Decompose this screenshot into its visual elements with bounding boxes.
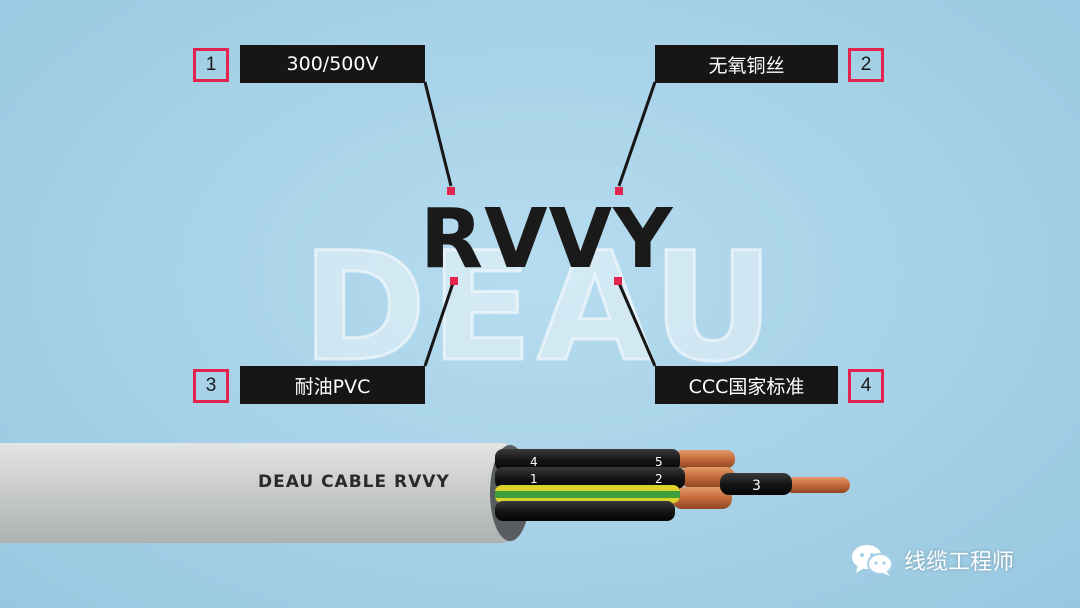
account-name: 线缆工程师 [904, 550, 1015, 575]
label-number-3: 3 [193, 369, 229, 403]
marker-dot-1 [447, 187, 455, 195]
label-number-2: 2 [848, 48, 884, 82]
core-mark-5: 5 [655, 455, 663, 469]
label-pvc: 耐油PVC [240, 366, 425, 404]
marker-dot-2 [615, 187, 623, 195]
core-mark-1: 1 [530, 472, 538, 486]
copper-strand-4 [785, 477, 850, 493]
core-mark-2: 2 [655, 472, 663, 486]
core-mark-4: 4 [530, 455, 538, 469]
connector-line-1 [423, 81, 453, 187]
label-copper: 无氧铜丝 [655, 45, 838, 83]
marker-dot-3 [450, 277, 458, 285]
core-earth-stripe [495, 491, 680, 498]
core-5 [495, 467, 685, 489]
copper-strand-3 [672, 487, 732, 509]
connector-line-2 [617, 81, 657, 187]
product-title: RVVY [420, 192, 674, 287]
core-3 [720, 473, 792, 495]
label-voltage: 300/500V [240, 45, 425, 83]
connector-line-3 [423, 282, 455, 367]
label-number-1: 1 [193, 48, 229, 82]
copper-strand-1 [675, 450, 735, 468]
core-mark-3: 3 [752, 478, 761, 494]
footer-account: 线缆工程师 [850, 540, 1014, 580]
marker-dot-4 [614, 277, 622, 285]
core-1 [495, 501, 675, 521]
core-4 [495, 449, 680, 471]
cable-print: DEAU CABLE RVVY [258, 472, 450, 492]
cable-sheath [0, 443, 525, 543]
connector-line-4 [617, 282, 657, 367]
label-number-4: 4 [848, 369, 884, 403]
cable-illustration: 4 5 1 2 3 DEAU CABLE RVVY [0, 443, 850, 543]
label-standard: CCC国家标准 [655, 366, 838, 404]
wechat-icon [852, 545, 893, 576]
